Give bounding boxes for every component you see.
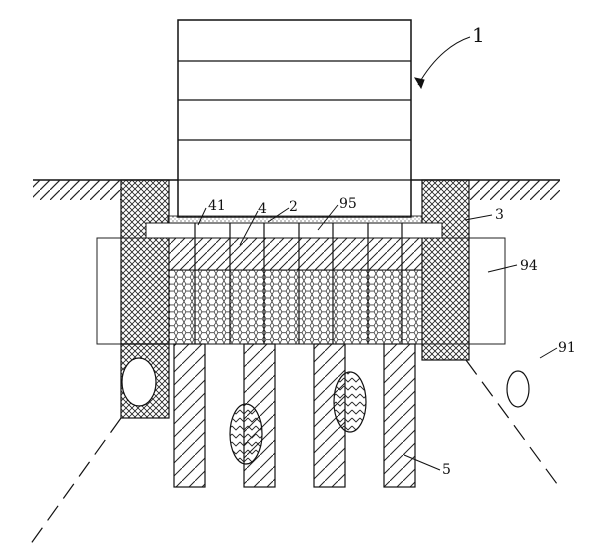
- pile-4: [383, 343, 416, 488]
- void-left: [121, 357, 157, 407]
- influence-line-left: [29, 417, 122, 546]
- label-pile: 5: [442, 462, 451, 478]
- label-wall: 3: [495, 207, 504, 223]
- honeycomb-layer: [168, 269, 423, 345]
- grout-bulb-left: [229, 403, 263, 465]
- label-building: 1: [472, 23, 485, 47]
- void-right: [506, 370, 530, 408]
- label-cushion: 2: [289, 199, 298, 215]
- raft-top: [145, 222, 443, 239]
- label-raft: 4: [258, 201, 267, 217]
- leader-lines: [197, 36, 558, 471]
- label-raft-sub: 41: [208, 198, 226, 214]
- left-wall: [120, 179, 170, 419]
- cushion-layer: [167, 215, 423, 224]
- label-gravel-layer: 95: [339, 196, 357, 212]
- piles: [173, 343, 416, 488]
- pile-1: [173, 343, 206, 488]
- label-reinforced-zone: 94: [520, 258, 538, 274]
- raft-divisions: [194, 223, 403, 344]
- raft-hatched: [168, 237, 423, 271]
- label-zone-outer: 91: [558, 340, 576, 356]
- right-wall: [421, 179, 470, 361]
- grout-bulb-right: [333, 371, 367, 433]
- building: [177, 19, 412, 218]
